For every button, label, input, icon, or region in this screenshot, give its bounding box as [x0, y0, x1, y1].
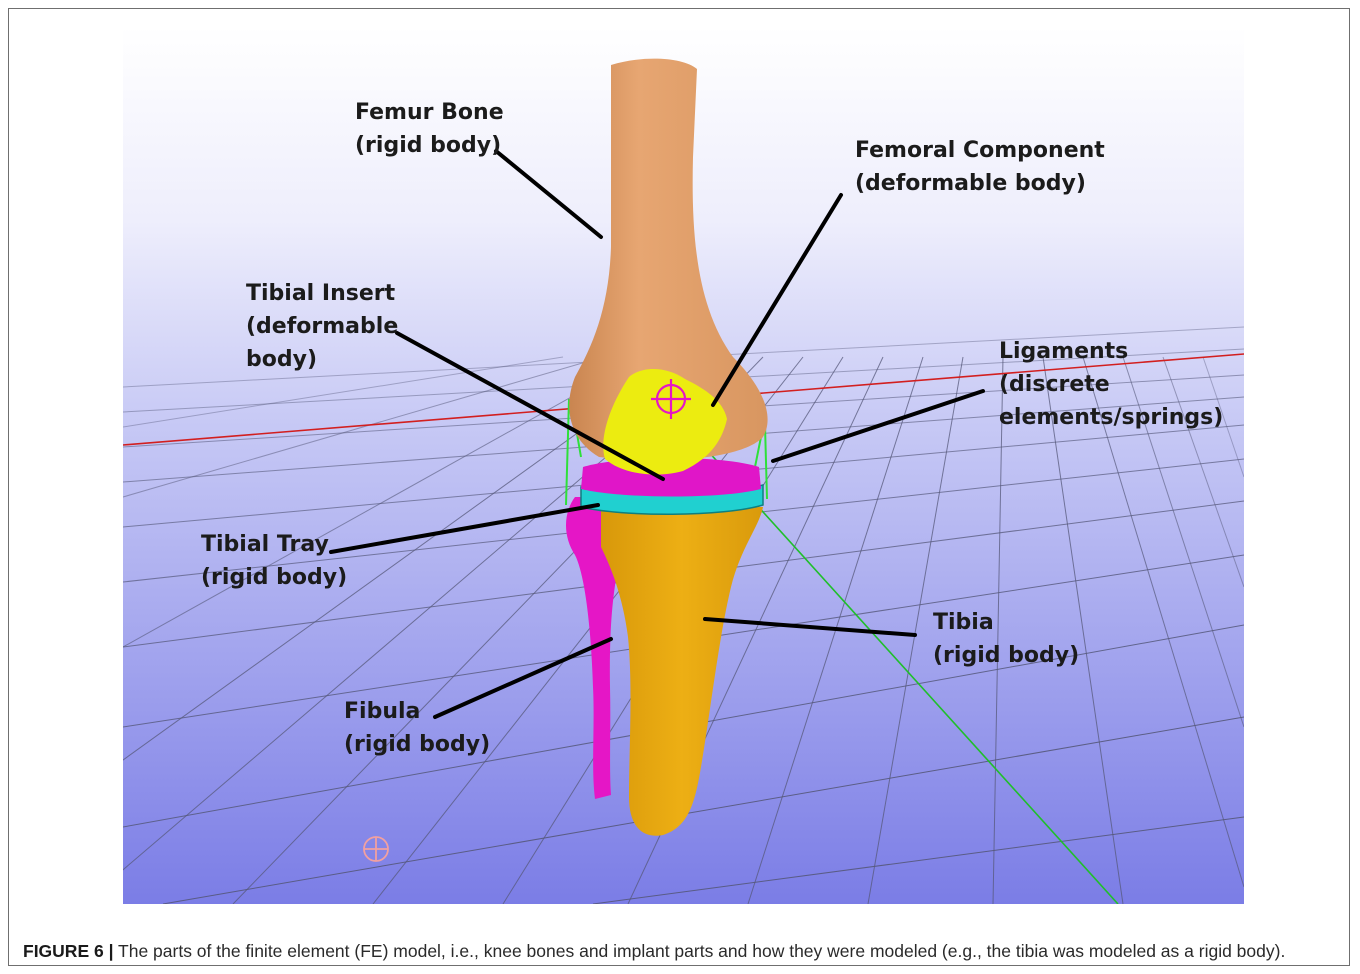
orientation-marker: [364, 837, 388, 861]
knee-model-render: Femur Bone (rigid body) Femoral Componen…: [123, 27, 1244, 904]
figure-caption: FIGURE 6 | The parts of the finite eleme…: [23, 941, 1353, 962]
figure-frame: Femur Bone (rigid body) Femoral Componen…: [8, 8, 1350, 966]
figure-caption-text: The parts of the finite element (FE) mod…: [118, 941, 1285, 961]
figure-label: FIGURE 6 |: [23, 941, 113, 961]
knee-model-svg: Femur Bone (rigid body) Femoral Componen…: [123, 27, 1244, 904]
